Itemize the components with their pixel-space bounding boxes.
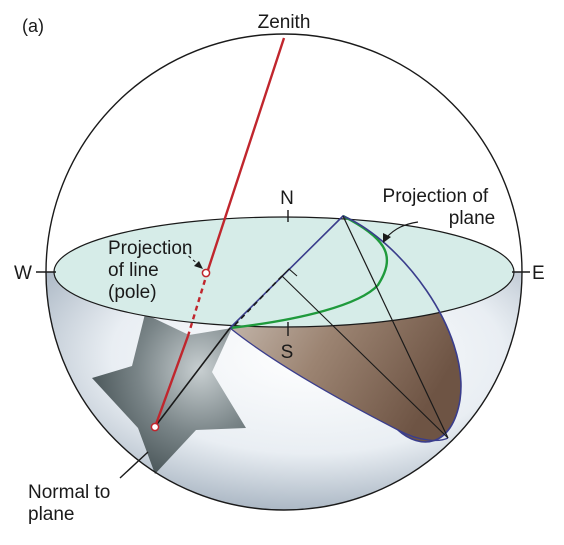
normal-to-plane-line-1: Normal to — [28, 482, 110, 503]
normal-leader-line — [119, 451, 149, 479]
plane-trace — [229, 215, 462, 443]
normal-to-plane-line-2: plane — [28, 504, 75, 525]
projection-of-plane-line-1: Projection of — [383, 186, 489, 207]
panel-label: (a) — [22, 16, 44, 36]
dip-line — [342, 215, 449, 439]
plane-leader-arrowhead — [383, 233, 391, 243]
projection-of-line-line-3: (pole) — [108, 282, 157, 303]
strike-dashed-line — [231, 275, 283, 329]
plane-pole-star — [92, 314, 246, 474]
projection-of-plane-line-2: plane — [449, 208, 496, 229]
south-label: S — [281, 342, 294, 363]
normal-line — [153, 327, 231, 429]
projection-of-line-line-1: Projection — [108, 238, 193, 259]
line-dashed — [186, 279, 207, 337]
normal-to-plane-label: Normal to plane — [28, 482, 116, 525]
right-angle-marker — [280, 268, 298, 278]
perpendicular-line — [281, 275, 449, 439]
pole-leader-arrowhead — [194, 261, 203, 269]
projection-of-line-label: Projection of line (pole) — [108, 238, 198, 303]
zenith-label: Zenith — [258, 12, 311, 33]
projection-of-line-line-2: of line — [108, 260, 159, 281]
plane-lower-edge — [229, 327, 449, 442]
line-solid-upper — [205, 37, 286, 274]
north-label: N — [280, 188, 294, 209]
line-end-point — [150, 422, 160, 432]
plane-projection-arc — [229, 214, 389, 330]
pole-point — [201, 268, 211, 278]
west-label: W — [14, 263, 32, 284]
line-solid-lower — [153, 335, 190, 428]
projection-of-plane-label: Projection of plane — [383, 186, 496, 229]
east-label: E — [532, 263, 545, 284]
